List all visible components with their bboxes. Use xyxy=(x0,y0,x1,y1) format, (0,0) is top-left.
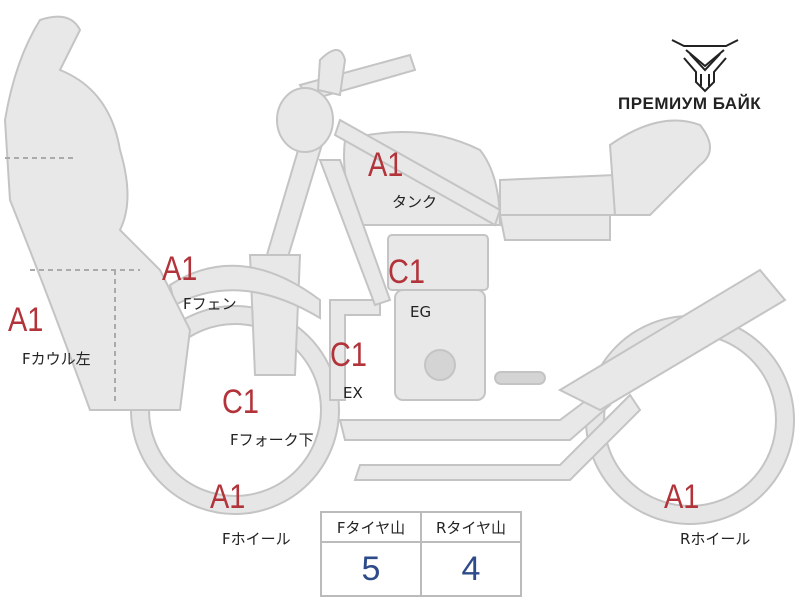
grade-front-cowl-left: A1 xyxy=(8,301,44,339)
front-cowl xyxy=(3,15,192,411)
label-engine: EG xyxy=(410,303,432,321)
label-rear-wheel: Rホイール xyxy=(680,530,751,548)
label-exhaust: EX xyxy=(343,384,363,402)
grade-rear-wheel: A1 xyxy=(664,478,700,516)
label-front-fork-lower: Fフォーク下 xyxy=(230,431,314,449)
grade-front-wheel: A1 xyxy=(210,478,246,516)
swingarm xyxy=(557,268,787,412)
rear-tire-header: Rタイヤ山 xyxy=(420,511,522,543)
label-front-cowl-left: Fカウル左 xyxy=(22,350,91,368)
label-front-fender: Fフェン xyxy=(183,295,237,313)
headlight xyxy=(276,87,334,153)
grade-tank: A1 xyxy=(368,146,404,184)
rear-tire-value: 4 xyxy=(420,541,522,597)
grade-exhaust: C1 xyxy=(330,336,367,374)
front-fender xyxy=(168,264,321,320)
brand-name: ПРЕМИУМ БАЙК xyxy=(618,94,762,113)
brand-logo-icon xyxy=(671,39,739,93)
grade-front-fork-lower: C1 xyxy=(222,383,259,421)
tire-tread-table: Fタイヤ山 Rタイヤ山 5 4 xyxy=(320,511,522,597)
tail xyxy=(608,119,711,216)
front-tire-header: Fタイヤ山 xyxy=(320,511,422,543)
label-front-wheel: Fホイール xyxy=(222,530,291,548)
label-tank: タンク xyxy=(392,193,438,211)
grade-front-fender: A1 xyxy=(162,250,198,288)
engine-block xyxy=(394,289,486,401)
front-tire-value: 5 xyxy=(320,541,422,597)
grade-engine: C1 xyxy=(388,253,425,291)
